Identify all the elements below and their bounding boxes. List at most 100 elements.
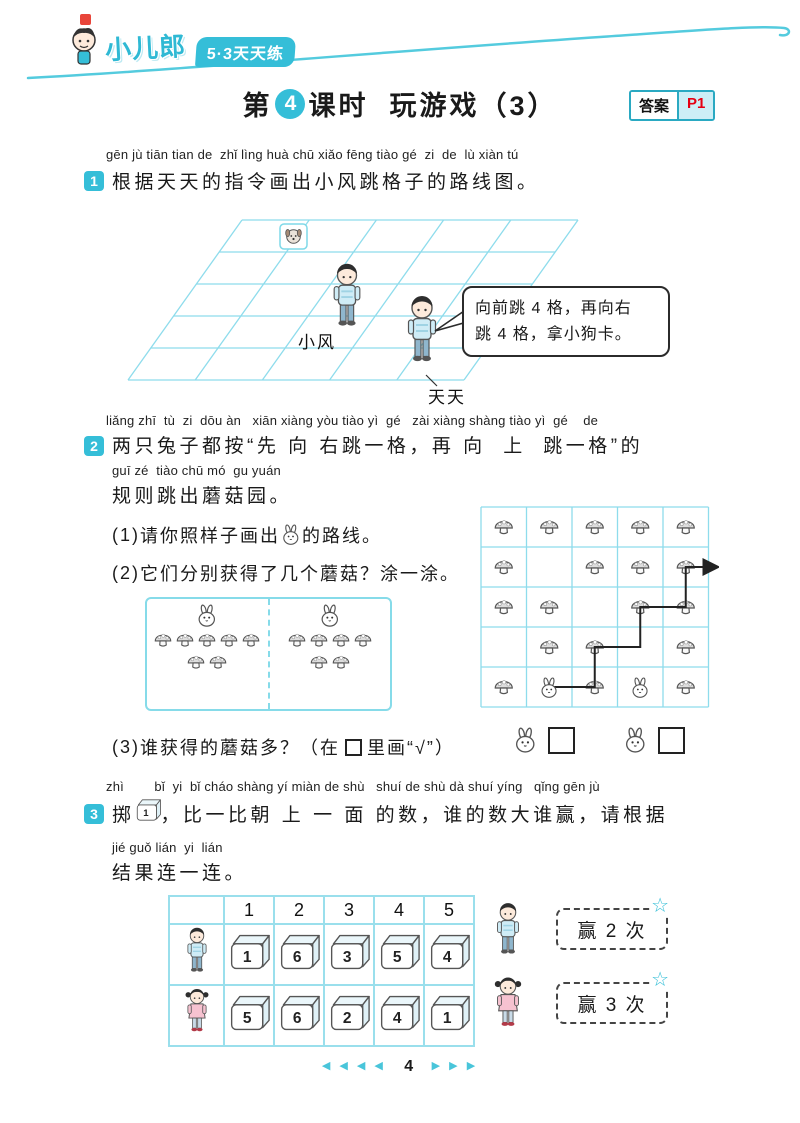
mushroom-count-panels — [145, 597, 392, 711]
footer-arrows-right-icon: ▶ ▶ ▶ — [431, 1060, 479, 1072]
svg-text:1: 1 — [243, 949, 252, 966]
q2-text-1: 两只兔子都按“先 向 右跳一格，再 向 上 跳一格”的 — [112, 436, 644, 457]
inline-die-holder: 1 — [135, 797, 161, 829]
q2-item-3: (3)谁获得的蘑菇多？（在 里画“√”） — [112, 734, 455, 760]
q3-text-post: ，比一比朝 上 一 面 的数，谁的数大谁赢，请根据 — [160, 804, 669, 826]
result-box-boy: 赢 2 次 — [556, 896, 672, 950]
die-cell: 6 — [273, 984, 325, 1047]
die-5-icon: 5 — [380, 934, 420, 970]
boy-avatar — [179, 925, 215, 979]
mushroom-icon — [197, 630, 217, 650]
logo-text: 小儿郎 — [104, 30, 187, 65]
title-name: 玩游戏（3） — [389, 91, 558, 121]
rabbit-icon — [318, 604, 342, 628]
label-tiantian: 天天 — [428, 388, 466, 407]
title-prefix: 第 — [242, 91, 273, 121]
boy-avatar — [486, 900, 530, 962]
q2-item1-prefix: (1) — [112, 524, 140, 545]
q3-pinyin-2: jié guǒ lián yi lián — [112, 840, 223, 855]
q2-pinyin-1: liǎng zhī tù zi dōu àn xiān xiàng yòu ti… — [106, 413, 599, 428]
label-pointer-line — [425, 374, 438, 387]
die-cell: 1 — [423, 984, 475, 1047]
die-3-icon: 3 — [330, 934, 370, 970]
table-header-4: 4 — [373, 895, 425, 925]
girl-avatar — [486, 974, 530, 1036]
q2-item3-text-post: 里画“√”） — [367, 738, 455, 758]
boy-row-avatar-cell — [168, 923, 225, 986]
q3-text-2: 结果连一连。 — [112, 863, 248, 884]
rabbit1-answer-box — [548, 727, 575, 754]
q2-number-badge: 2 — [84, 436, 104, 456]
die-cell: 4 — [423, 923, 475, 986]
girl-row-avatar-cell — [168, 984, 225, 1047]
result-box-girl: 赢 3 次 — [556, 970, 672, 1024]
svg-text:3: 3 — [343, 949, 352, 966]
mushroom-icon — [331, 630, 351, 650]
q2-pinyin-2: guī zé tiào chū mó gu yuán — [112, 463, 281, 478]
table-corner-cell — [168, 895, 225, 925]
svg-text:1: 1 — [443, 1010, 452, 1027]
die-cell: 2 — [323, 984, 375, 1047]
svg-text:4: 4 — [393, 1010, 402, 1027]
inline-die-icon: 1 — [136, 799, 161, 821]
mushroom-icon — [208, 652, 228, 672]
q2-item-1: (1)请你照样子画出 的路线。 — [112, 522, 382, 548]
die-2-icon: 2 — [330, 995, 370, 1031]
q3-pinyin-1: zhì bǐ yi bǐ cháo shàng yí miàn de shù s… — [106, 779, 600, 794]
hopscotch-grid — [127, 219, 579, 381]
lesson-number-circle: 4 — [275, 88, 306, 119]
mushroom-icon — [175, 630, 195, 650]
panel-1-mushrooms — [153, 628, 261, 672]
answer-page-ref: P1 — [677, 92, 714, 119]
die-1-icon: 1 — [430, 995, 470, 1031]
svg-text:6: 6 — [293, 949, 302, 966]
die-1-icon: 1 — [230, 934, 270, 970]
garden-gridlines — [480, 506, 710, 708]
q3-text-pre: 掷 — [112, 804, 135, 826]
table-header-2: 2 — [273, 895, 325, 925]
q2-text-2: 规则跳出蘑菇园。 — [112, 486, 293, 507]
rabbit2-check-pair — [622, 727, 685, 754]
rabbit-icon — [195, 604, 219, 628]
page-footer: ◀ ◀ ◀ ◀ 4 ▶ ▶ ▶ — [0, 1058, 800, 1076]
rabbit2-answer-box — [658, 727, 685, 754]
q1-text: 根据天天的指令画出小风跳格子的路线图。 — [112, 172, 540, 193]
svg-text:4: 4 — [443, 949, 452, 966]
q2-item2-prefix: (2) — [112, 562, 140, 583]
mushroom-icon — [353, 630, 373, 650]
die-cell: 5 — [373, 923, 425, 986]
mushroom-icon — [331, 652, 351, 672]
rabbit-icon — [622, 727, 649, 754]
die-cell: 6 — [273, 923, 325, 986]
die-cell: 1 — [223, 923, 275, 986]
brand-logo: 小儿郎 — [66, 24, 187, 68]
puppy-card-icon — [279, 223, 308, 250]
q3-number-badge: 3 — [84, 804, 104, 824]
panel-rabbit-1 — [147, 599, 270, 709]
footer-arrows-left-icon: ◀ ◀ ◀ ◀ — [321, 1060, 386, 1072]
red-seal-icon — [80, 14, 91, 25]
boy-tiantian-figure — [407, 295, 437, 363]
q2-item2-text: 它们分别获得了几个蘑菇？涂一涂。 — [140, 564, 460, 584]
rabbit1-check-pair — [512, 727, 575, 754]
q1-pinyin: gēn jù tiān tian de zhǐ lìng huà chū xiǎ… — [106, 147, 519, 162]
die-4-icon: 4 — [380, 995, 420, 1031]
instruction-speech-bubble: 向前跳 4 格，再向右 跳 4 格，拿小狗卡。 — [462, 286, 670, 358]
mushroom-icon — [186, 652, 206, 672]
q2-item3-prefix: (3) — [112, 736, 140, 757]
mushroom-garden-grid — [480, 506, 719, 708]
answer-label: 答案 — [631, 92, 678, 119]
rabbit-icon — [280, 524, 302, 546]
q1-figure: 小风 天天 — [127, 219, 579, 407]
bubble-line-1: 向前跳 4 格，再向右 — [475, 300, 632, 317]
svg-text:6: 6 — [293, 1010, 302, 1027]
result-girl-label: 赢 3 次 — [577, 994, 647, 1016]
q2-item1-text-post: 的路线。 — [302, 526, 382, 546]
answer-reference: 答案 P1 — [629, 90, 716, 121]
q3-text-1: 掷 1 ，比一比朝 上 一 面 的数，谁的数大谁赢，请根据 — [112, 797, 668, 829]
result-boy-label: 赢 2 次 — [577, 920, 647, 942]
mushroom-icon — [219, 630, 239, 650]
table-header-3: 3 — [323, 895, 375, 925]
